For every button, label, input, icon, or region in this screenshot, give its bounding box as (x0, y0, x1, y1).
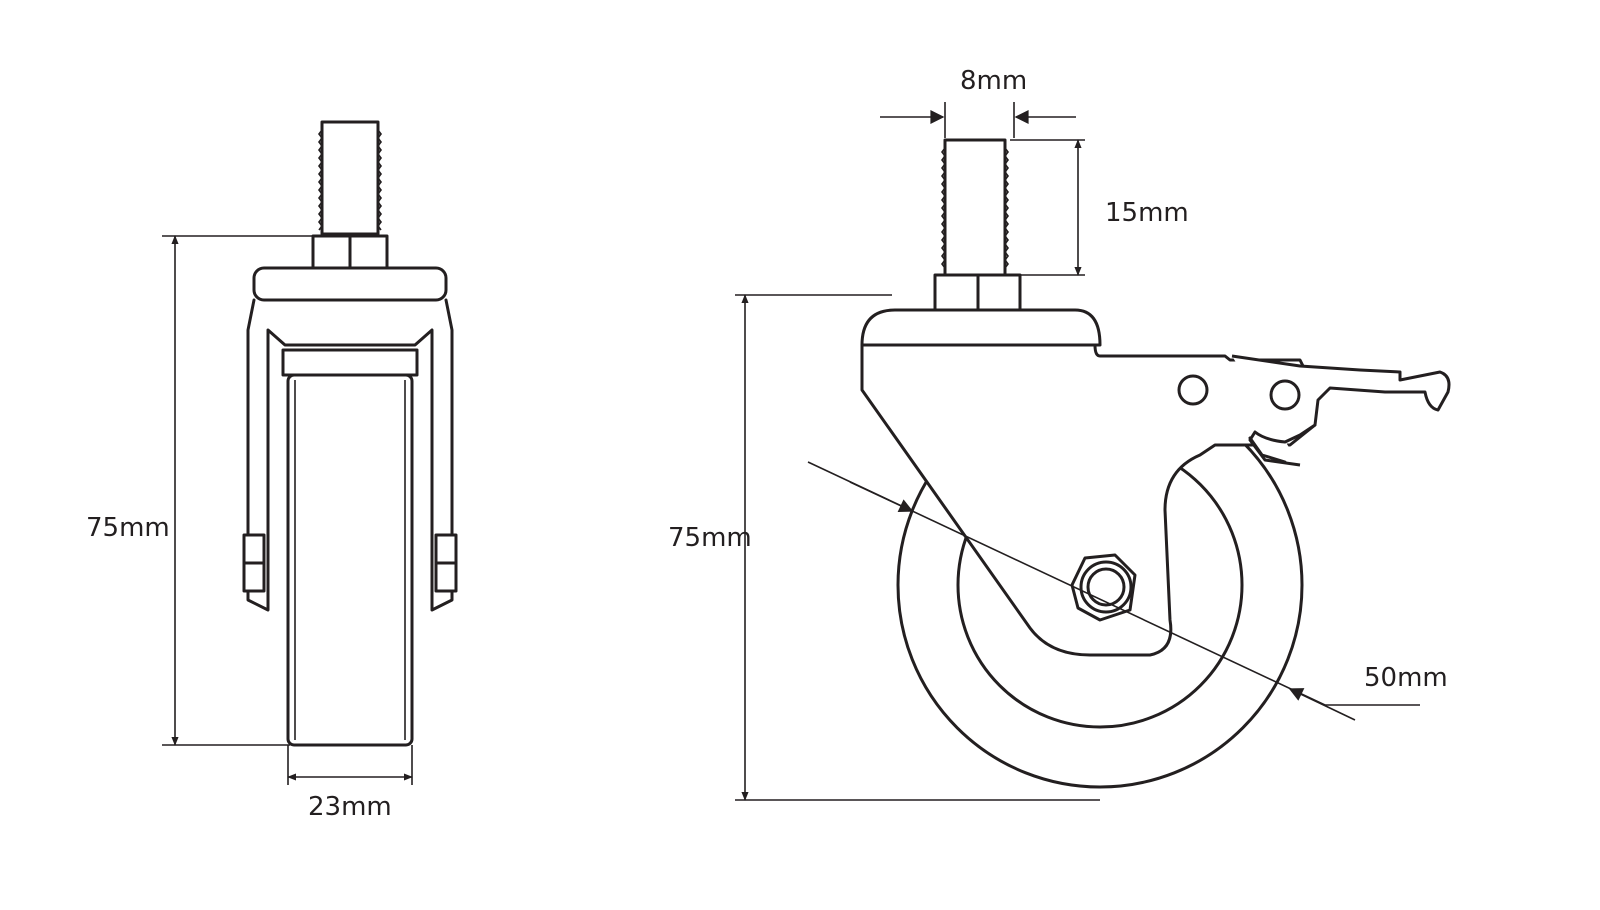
side-height-label: 75mm (86, 513, 170, 543)
side-wheel (286, 373, 414, 747)
side-width-dimension (287, 745, 413, 785)
front-rivet-left (1177, 374, 1209, 406)
side-top-plate (252, 266, 448, 302)
side-width-label: 23mm (308, 792, 392, 822)
front-wheel-diameter-label: 50mm (1364, 663, 1448, 693)
front-height-label: 75mm (668, 523, 752, 553)
front-axle-nut (1070, 553, 1137, 622)
front-stem-length-label: 15mm (1105, 198, 1189, 228)
front-stem-width-dimension (880, 102, 1076, 138)
front-wheel-diameter-dimension (807, 461, 1420, 721)
front-top-plate (860, 308, 1102, 347)
side-threaded-stem (318, 120, 382, 236)
front-view (735, 102, 1451, 801)
front-nut (933, 273, 1022, 312)
front-rivet-right (1269, 379, 1301, 411)
front-stem-diameter-label: 8mm (960, 66, 1028, 96)
side-view (162, 120, 458, 785)
side-nut (311, 234, 389, 270)
front-fork (860, 343, 1317, 657)
front-threaded-stem (941, 138, 1009, 277)
front-stem-length-dimension (1010, 139, 1085, 276)
front-height-dimension (735, 294, 1100, 801)
side-height-dimension (162, 235, 313, 746)
side-axle-nuts (242, 533, 458, 593)
